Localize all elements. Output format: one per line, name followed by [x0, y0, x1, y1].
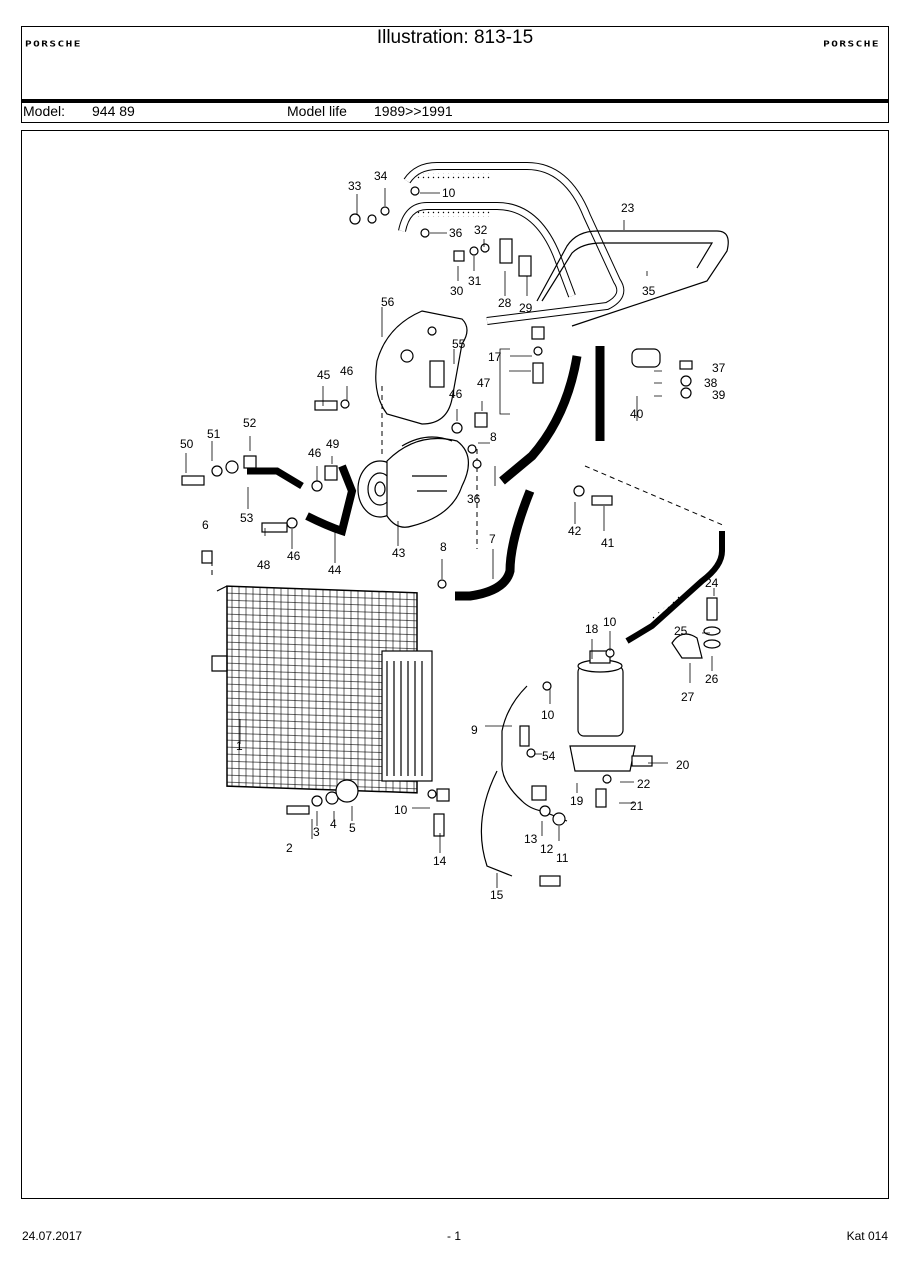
footer-date: 24.07.2017 — [22, 1229, 83, 1243]
compressor-drawing — [357, 436, 469, 528]
callout-33: 33 — [348, 179, 362, 193]
model-life-label: Model life — [287, 103, 347, 119]
hose-lines — [211, 162, 729, 877]
callout-24: 24 — [705, 576, 719, 590]
callout-8a: 8 — [490, 430, 497, 444]
header-divider — [21, 99, 889, 103]
porsche-logo-left: PORSCHE — [25, 39, 82, 49]
callout-45: 45 — [317, 368, 331, 382]
callout-46a: 46 — [340, 364, 354, 378]
callout-50: 50 — [180, 437, 194, 451]
callout-4: 4 — [330, 817, 337, 831]
callout-12: 12 — [540, 842, 554, 856]
callout-30: 30 — [450, 284, 464, 298]
callout-52: 52 — [243, 416, 257, 430]
callout-19: 19 — [570, 794, 584, 808]
callout-2: 2 — [286, 841, 293, 855]
model-life-value: 1989>>1991 — [374, 103, 453, 119]
model-row: Model: 944 89 Model life 1989>>1991 — [21, 103, 889, 123]
callout-53: 53 — [240, 511, 254, 525]
bracket-drawing — [375, 310, 468, 425]
callout-54: 54 — [542, 749, 556, 763]
header-box: PORSCHE Illustration: 813-15 PORSCHE — [21, 26, 889, 100]
callout-51: 51 — [207, 427, 221, 441]
callout-38: 38 — [704, 376, 718, 390]
small-parts — [181, 186, 721, 887]
callout-35: 35 — [642, 284, 656, 298]
footer-page-number: - 1 — [447, 1229, 462, 1243]
exploded-view-drawing: 1 2 3 4 5 6 7 8 8 9 10 10 10 10 11 12 13… — [180, 162, 729, 902]
leader-lines — [185, 188, 715, 888]
callout-28: 28 — [498, 296, 512, 310]
receiver-drier-drawing — [569, 650, 636, 772]
callout-36a: 36 — [449, 226, 463, 240]
footer-catalog: Kat 014 — [846, 1229, 888, 1243]
callout-39: 39 — [712, 388, 726, 402]
callout-17: 17 — [488, 350, 502, 364]
callout-29: 29 — [519, 301, 533, 315]
callout-23: 23 — [621, 201, 635, 215]
callout-43: 43 — [392, 546, 406, 560]
model-value: 944 89 — [92, 103, 135, 119]
callout-18: 18 — [585, 622, 599, 636]
callout-15: 15 — [490, 888, 504, 902]
callout-6: 6 — [202, 518, 209, 532]
callout-5: 5 — [349, 821, 356, 835]
callout-14: 14 — [433, 854, 447, 868]
callout-3: 3 — [313, 825, 320, 839]
model-label: Model: — [23, 103, 66, 119]
porsche-logo-right: PORSCHE — [823, 39, 880, 49]
condenser-drawing — [211, 585, 433, 794]
callout-42: 42 — [568, 524, 582, 538]
callout-49: 49 — [326, 437, 340, 451]
callout-22: 22 — [637, 777, 651, 791]
callout-27: 27 — [681, 690, 695, 704]
callout-labels: 1 2 3 4 5 6 7 8 8 9 10 10 10 10 11 12 13… — [180, 169, 726, 902]
callout-36b: 36 — [467, 492, 481, 506]
callout-9: 9 — [471, 723, 478, 737]
callout-37: 37 — [712, 361, 726, 375]
callout-34: 34 — [374, 169, 388, 183]
parts-diagram: 1 2 3 4 5 6 7 8 8 9 10 10 10 10 11 12 13… — [21, 130, 889, 1199]
callout-7: 7 — [489, 532, 496, 546]
callout-47: 47 — [477, 376, 491, 390]
callout-48: 48 — [257, 558, 271, 572]
illustration-title: Illustration: 813-15 — [376, 27, 534, 48]
callout-13: 13 — [524, 832, 538, 846]
callout-10a: 10 — [442, 186, 456, 200]
callout-32: 32 — [474, 223, 488, 237]
callout-11: 11 — [556, 851, 569, 865]
callout-21: 21 — [630, 799, 644, 813]
callout-40: 40 — [630, 407, 644, 421]
callout-56: 56 — [381, 295, 395, 309]
callout-31: 31 — [468, 274, 482, 288]
callout-46d: 46 — [287, 549, 301, 563]
callout-26: 26 — [705, 672, 719, 686]
callout-55: 55 — [452, 337, 466, 351]
callout-8b: 8 — [440, 540, 447, 554]
callout-10c: 10 — [541, 708, 555, 722]
callout-46c: 46 — [308, 446, 322, 460]
callout-10d: 10 — [394, 803, 408, 817]
callout-46b: 46 — [449, 387, 463, 401]
callout-10b: 10 — [603, 615, 617, 629]
callout-20: 20 — [676, 758, 690, 772]
callout-25: 25 — [674, 624, 688, 638]
callout-41: 41 — [601, 536, 615, 550]
callout-1: 1 — [236, 739, 243, 753]
callout-44: 44 — [328, 563, 342, 577]
